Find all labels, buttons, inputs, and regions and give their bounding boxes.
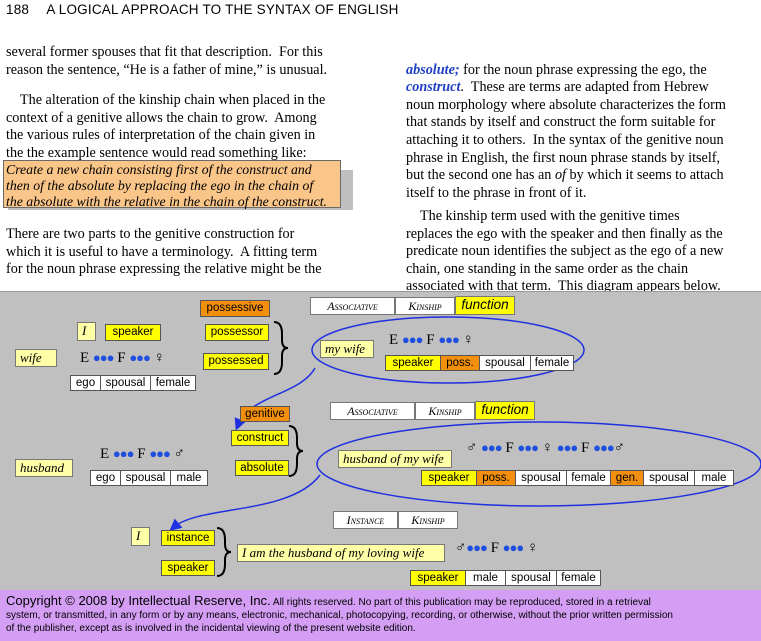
cell-female: female <box>566 470 611 486</box>
husband-of-my-wife-chain: ♂ ●●● F ●●● ♀ ●●● F ●●●♂ <box>466 440 625 456</box>
cell-female: female <box>530 355 574 371</box>
running-header: 188 A LOGICAL APPROACH TO THE SYNTAX OF … <box>6 2 399 17</box>
function-label-2: function <box>475 401 535 420</box>
possessed-box: possessed <box>203 353 269 370</box>
cell-female: female <box>556 570 601 586</box>
cell-gen: gen. <box>610 470 644 486</box>
i-label-bottom: I <box>131 527 150 546</box>
my-wife-ellipse <box>311 316 585 384</box>
cell-male: male <box>465 570 506 586</box>
my-wife-chain: E ●●● F ●●● ♀ <box>389 332 474 348</box>
cell-spousal: spousal <box>479 355 531 371</box>
left-paragraph-1: several former spouses that fit that des… <box>6 44 328 78</box>
term-construct: construct <box>406 79 461 96</box>
i-label-top: I <box>77 322 96 341</box>
possessive-box: possessive <box>200 300 270 317</box>
cell-spousal: spousal <box>515 470 567 486</box>
cell-speaker: speaker <box>385 355 441 371</box>
book-title: A LOGICAL APPROACH TO THE SYNTAX OF ENGL… <box>46 2 399 17</box>
instance-brace <box>216 527 232 577</box>
kinship-label-2: Kinship <box>415 402 475 420</box>
function-label-1: function <box>455 296 515 315</box>
wife-chain: E ●●● F ●●● ♀ <box>80 350 165 366</box>
cell-female: female <box>150 375 196 391</box>
instance-label: Instance <box>333 511 398 529</box>
kinship-diagram <box>0 291 761 591</box>
copyright-footer: Copyright © 2008 by Intellectual Reserve… <box>0 590 761 641</box>
instance-box: instance <box>161 530 215 546</box>
cell-spousal: spousal <box>120 470 171 486</box>
right-paragraph-1: absolute; for the noun phrase expressing… <box>406 61 726 201</box>
associative-label-1: Associative <box>310 297 395 315</box>
term-absolute: absolute; <box>406 61 460 78</box>
husband-label: husband <box>15 459 73 477</box>
cell-ego: ego <box>70 375 101 391</box>
left-paragraph-3: There are two parts to the genitive cons… <box>6 226 322 278</box>
page-number: 188 <box>6 2 30 17</box>
my-wife-label: my wife <box>320 340 374 358</box>
cell-poss: poss. <box>476 470 516 486</box>
wife-label: wife <box>15 349 57 367</box>
arrow-to-instance <box>169 474 321 531</box>
genitive-box: genitive <box>240 406 290 422</box>
cell-speaker: speaker <box>421 470 477 486</box>
speaker-box-top: speaker <box>105 324 161 341</box>
sentence-label: I am the husband of my loving wife <box>237 544 445 562</box>
copyright-line: Copyright © 2008 by Intellectual Reserve… <box>6 593 271 608</box>
speaker-box-bottom: speaker <box>161 560 215 576</box>
sentence-chain: ♂●●● F ●●● ♀ <box>455 540 539 556</box>
kinship-label-1: Kinship <box>395 297 455 315</box>
left-paragraph-2: The alteration of the kinship chain when… <box>6 92 326 161</box>
cell-spousal-2: spousal <box>643 470 695 486</box>
cell-spousal: spousal <box>505 570 557 586</box>
cell-male: male <box>170 470 208 486</box>
cell-ego: ego <box>90 470 121 486</box>
cell-spousal: spousal <box>100 375 151 391</box>
associative-label-2: Associative <box>330 402 415 420</box>
right-paragraph-2: The kinship term used with the genitive … <box>406 208 724 295</box>
absolute-box: absolute <box>235 460 289 476</box>
construct-box: construct <box>231 430 289 446</box>
rule-box: Create a new chain consisting first of t… <box>3 160 341 209</box>
possessive-brace <box>273 321 289 375</box>
cell-speaker: speaker <box>410 570 466 586</box>
genitive-brace <box>288 425 304 477</box>
cell-poss: poss. <box>440 355 480 371</box>
husband-of-my-wife-label: husband of my wife <box>338 450 452 468</box>
kinship-label-3: Kinship <box>398 511 458 529</box>
possessor-box: possessor <box>205 324 269 341</box>
husband-ellipse <box>316 421 761 507</box>
husband-chain: E ●●● F ●●● ♂ <box>100 446 185 462</box>
cell-male: male <box>694 470 734 486</box>
